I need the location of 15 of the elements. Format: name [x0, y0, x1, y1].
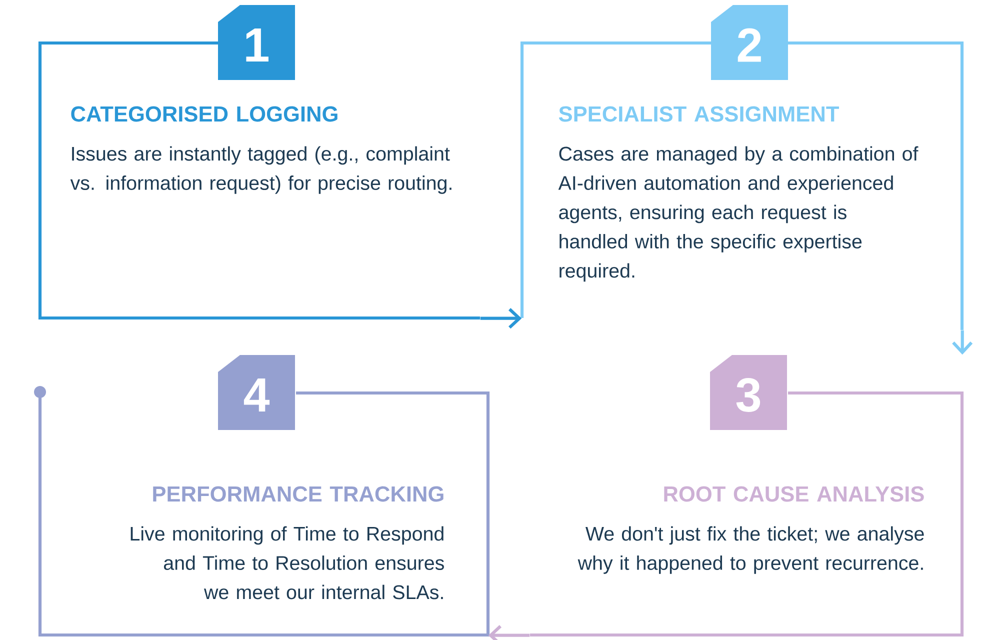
arrow	[480, 308, 522, 329]
number-tab: 2	[711, 5, 788, 80]
step-description: Issues are instantly tagged (e.g., complaint vs. information request) for precise routing.	[70, 146, 452, 194]
step-description: We don't just fix the ticket; we analyse why it happened to prevent recurrence.	[578, 526, 924, 574]
step-heading: PERFORMANCE TRACKING	[153, 486, 444, 502]
number-tab: 4	[218, 355, 295, 430]
number-tab: 1	[218, 5, 295, 80]
step-heading: CATEGORISED LOGGING	[71, 106, 338, 122]
number-tab: 3	[710, 355, 788, 430]
step-heading: ROOT CAUSE ANALYSIS	[664, 486, 924, 502]
step-description: Cases are managed by a combination of AI-driven automation and experienced agents, ensuring each request is handled with the specific expertise required.	[558, 146, 918, 282]
step-heading: SPECIALIST ASSIGNMENT	[558, 106, 839, 122]
step-description: Live monitoring of Time to Respond and Time to Resolution ensures we meet our internal SLAs.	[130, 526, 444, 600]
arrow	[952, 330, 973, 355]
arrow	[488, 625, 530, 640]
